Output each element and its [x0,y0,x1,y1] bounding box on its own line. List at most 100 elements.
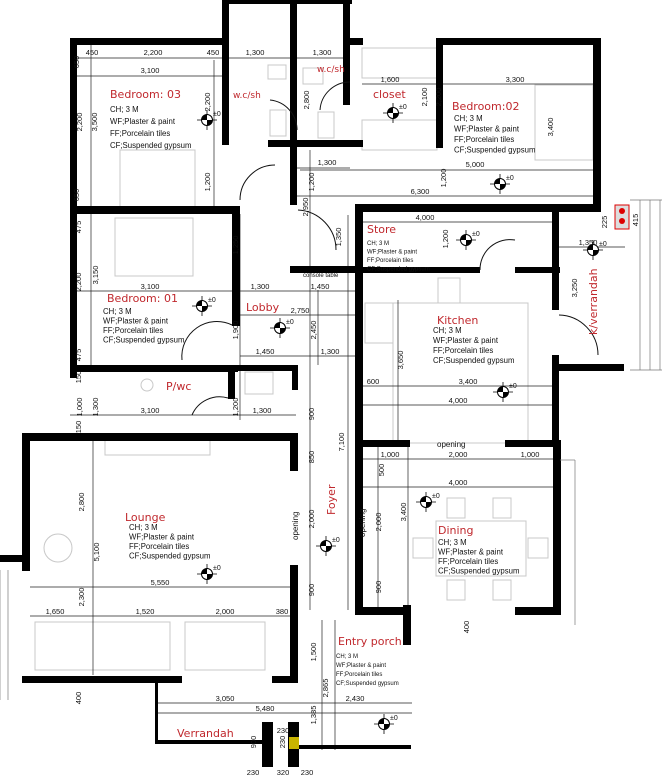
dimension-label: 400 [462,621,471,634]
opening-label: opening [291,512,300,540]
dimension-label: 2,200 [203,93,212,112]
dimension-label: 1,300 [246,48,265,57]
room-name-bedroom-02: Bedroom:02 [452,100,519,113]
kitchen-sink [437,277,461,304]
room-spec-bedroom-02: CF;Suspended gypsum [454,146,535,155]
dimension-label: 3,500 [90,113,99,132]
door-wc-right[interactable] [319,81,351,111]
dimension-label: 230 [278,736,287,749]
room-spec-kitchen: CF;Suspended gypsum [433,356,514,365]
console-table-label: console table [303,273,339,279]
dining-chair [492,497,512,519]
level-label: ±0 [208,297,216,304]
dimension-label: 4,000 [449,478,468,487]
room-spec-bedroom-03: CH; 3 M [110,105,139,114]
sofa-right [184,621,266,671]
door-bedroom-03[interactable] [239,164,276,201]
dimension-label: 150 [74,421,83,434]
dimension-label: 230 [277,726,290,735]
dimension-label: 2,750 [291,306,310,315]
level-marker-icon [583,240,603,260]
dimension-label: 900 [307,408,316,421]
dimension-label: 1,500 [309,643,318,662]
dimension-label: 150 [74,371,83,384]
dimension-label: 1,300 [313,48,332,57]
bed-bedroom-01 [114,217,194,277]
dimension-label: 2,000 [307,510,316,529]
dimension-label: 2,200 [144,48,163,57]
room-name-closet: closet [373,88,406,101]
room-name-k-verrandah: k/verrandah [587,268,600,335]
door-pwc[interactable] [191,396,229,416]
level-marker-icon [197,110,217,130]
dimension-label: 3,050 [216,694,235,703]
room-spec-bedroom-01: WF;Plaster & paint [103,317,169,326]
dimension-label: 3,400 [399,503,408,522]
level-marker-icon [383,103,403,123]
dimension-label: 230 [247,768,260,777]
dimension-label: 1,450 [311,282,330,291]
room-spec-lounge: CH; 3 M [129,523,158,532]
opening-label: opening [358,509,367,537]
dimension-label: 380 [276,607,289,616]
dimension-label: 2,200 [75,113,84,132]
room-spec-bedroom-02: WF;Plaster & paint [454,125,520,134]
level-label: ±0 [509,383,517,390]
closet-shelf-bottom [361,119,438,151]
dimension-label: 225 [600,216,609,229]
dimension-label: 650 [72,189,81,202]
room-spec-bedroom-03: CF;Suspended gypsum [110,141,191,150]
dining-chair [446,579,466,601]
door-store[interactable] [479,239,516,271]
dimension-label: 3,250 [570,279,579,298]
door-kitchen[interactable] [558,314,599,356]
dimension-label: 4,000 [416,213,435,222]
dimension-label: 1,350 [334,228,343,247]
dimension-label: 1,200 [231,398,240,417]
level-label: ±0 [432,493,440,500]
room-spec-bedroom-01: CF;Suspended gypsum [103,336,184,345]
dimension-label: 3,650 [396,351,405,370]
dimension-label: 1,300 [318,158,337,167]
level-marker-icon [316,536,336,556]
dimension-label: 3,100 [141,66,160,75]
basin-left [269,109,287,137]
dimension-label: 2,200 [434,88,443,107]
dimension-label: 850 [307,451,316,464]
level-marker-icon [493,382,513,402]
door-bedroom-01[interactable] [181,321,233,361]
level-marker-icon [490,174,510,194]
bed-bedroom-02 [534,84,594,161]
door-wc-left[interactable] [269,99,298,131]
dimension-label: 450 [86,48,99,57]
dimension-label: 900 [249,736,258,749]
dimension-label: 1,650 [46,607,65,616]
level-marker-icon [456,230,476,250]
room-spec-bedroom-01: FF;Porcelain tiles [103,326,163,335]
toilet-left [267,64,287,80]
basin-right [302,67,324,85]
dining-chair [527,537,549,559]
level-label: ±0 [213,565,221,572]
room-name-bedroom-01: Bedroom: 01 [107,292,178,305]
room-spec-bedroom-02: FF;Porcelain tiles [454,135,514,144]
room-spec-dining: WF;Plaster & paint [438,548,504,557]
dimension-lines [30,44,625,750]
doors [181,81,599,416]
gas-marker [614,204,630,230]
dimension-label: 3,400 [459,377,478,386]
dimension-label: 2,800 [302,91,311,110]
room-spec-entry-porch: WF;Plaster & paint [336,663,386,669]
dimension-label: 650 [72,56,81,69]
dimension-label: 1,250 [231,236,240,255]
dimension-label: 320 [277,768,290,777]
door-lobby[interactable] [297,209,337,251]
dimension-label: 2,450 [309,321,318,340]
toilet-right [317,111,335,139]
room-spec-kitchen: WF;Plaster & paint [433,336,499,345]
dimension-label: 7,100 [337,433,346,452]
level-label: ±0 [399,104,407,111]
room-spec-store: FF;Porcelain tiles [367,258,413,264]
room-name-lobby: Lobby [246,301,280,314]
